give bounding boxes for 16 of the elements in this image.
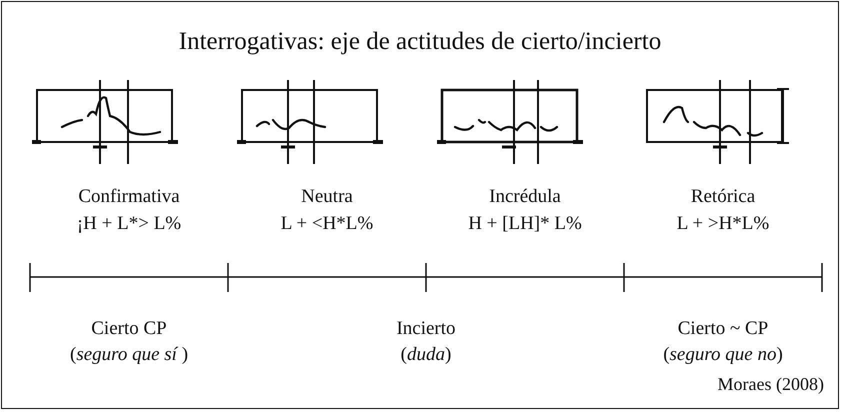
tone-formula: L + <H*L%: [280, 213, 374, 235]
axis-label: Incierto: [396, 318, 456, 340]
category-label: Neutra: [301, 186, 353, 208]
category-label: Incrédula: [489, 186, 561, 208]
axis-label: Cierto ~ CP: [678, 318, 768, 340]
source-citation: Moraes (2008): [718, 374, 824, 395]
title: Interrogativas: eje de actitudes de cierto/incierto: [178, 28, 662, 56]
tone-formula: H + [LH]* L%: [468, 213, 582, 235]
tone-formula: ¡H + L*> L%: [76, 213, 182, 235]
tone-formula: L + >H*L%: [676, 213, 770, 235]
axis-sublabel: (seguro que no): [663, 344, 783, 366]
axis-label: Cierto CP: [91, 318, 167, 340]
category-label: Confirmativa: [78, 186, 180, 208]
category-label: Retórica: [690, 186, 756, 208]
axis-sublabel: (seguro que sí ): [70, 344, 188, 366]
axis-sublabel: (duda): [400, 344, 452, 366]
